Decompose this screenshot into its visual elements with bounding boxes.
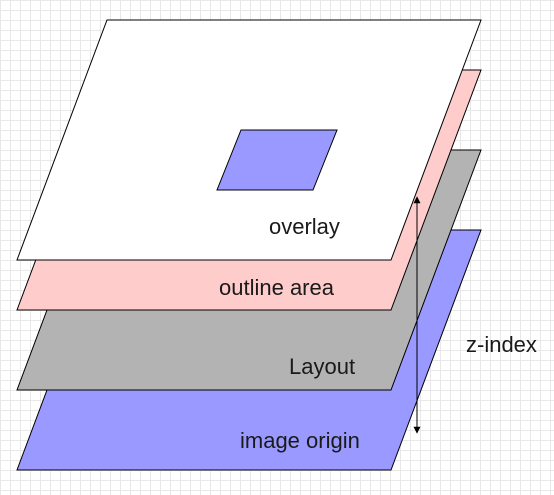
z-index-axis: z-index [413, 196, 537, 434]
overlay-label: overlay [269, 214, 340, 239]
layout-label: Layout [289, 354, 355, 379]
image-origin-label: image origin [240, 428, 360, 453]
overlay-inner-rect [216, 129, 338, 191]
layer-overlay: overlay [16, 19, 482, 261]
z-index-label: z-index [466, 332, 537, 357]
outline-area-label: outline area [219, 275, 335, 300]
